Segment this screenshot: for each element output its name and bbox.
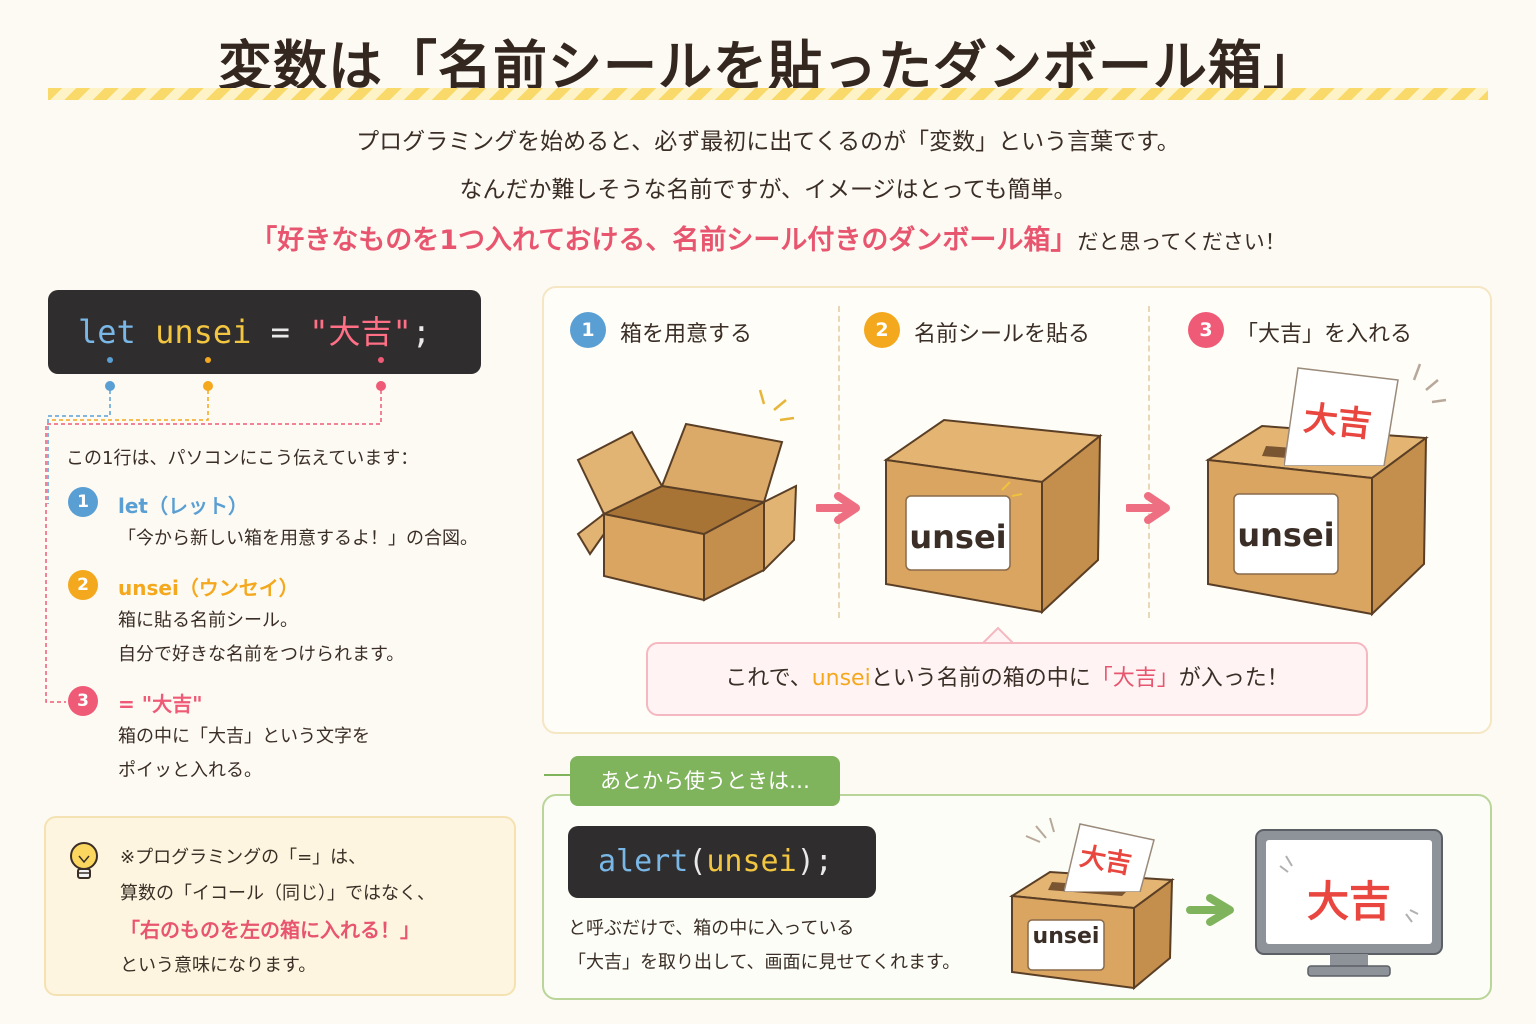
explain-text: ポイッと入れる。 [118,760,262,781]
code-paren-open: ( [688,844,707,879]
monitor-icon [1255,829,1443,977]
closed-box-illustration [883,418,1103,615]
intro-line-1: プログラミングを始めると、必ず最初に出てくるのが「変数」という言葉です。 [356,129,1180,155]
explain-label-unsei: unsei（ウンセイ） [118,576,299,600]
process-step-label-1: 箱を用意する [620,322,753,347]
explain-text: 箱の中に「大吉」という文字を [118,726,370,747]
explain-heading: この1行は、パソコンにこう伝えています： [66,448,419,469]
process-step-label-2: 名前シールを貼る [914,322,1091,347]
usage-line-1: と呼ぶだけで、箱の中に入っている [568,918,855,939]
code-semicolon: ; [411,313,431,351]
explain-text: 自分で好きな名前をつけられます。 [118,644,405,665]
code-value: "大吉" [309,313,412,351]
result-post: が入った！ [1178,666,1289,691]
process-step-number-2: 2 [864,312,900,348]
process-step-number-1: 1 [570,312,606,348]
code-variable-name: unsei [155,313,252,351]
usage-code-snippet: alert(unsei); [568,826,876,898]
explain-label-assign: = "大吉" [118,692,203,716]
tip-box [44,816,516,996]
code-equals: = [270,313,290,351]
usage-text: と呼ぶだけで、箱の中に入っている 「大吉」を取り出して、画面に見せてくれます。 [568,912,960,980]
intro-emphasis: 「好きなものを1つ入れておける、名前シール付きのダンボール箱」 [250,225,1078,256]
intro-line-3: 「好きなものを1つ入れておける、名前シール付きのダンボール箱」だと思ってください… [0,218,1536,257]
process-step-number-3: 3 [1188,312,1224,348]
usage-line-2: 「大吉」を取り出して、画面に見せてくれます。 [568,952,961,973]
monitor-screen-text: 大吉 [1306,877,1391,926]
intro-tail: だと思ってください！ [1077,230,1286,254]
code-snippet: let unsei = "大吉"; [48,290,481,374]
tip-line-1: ※プログラミングの「=」は、 [120,847,367,868]
explain-label-let: let（レット） [118,494,248,518]
open-box-illustration [576,389,798,602]
box-name-label: unsei [1032,924,1100,949]
fortune-card [1064,823,1155,892]
result-callout: これで、unseiという名前の箱の中に「大吉」が入った！ [646,642,1368,716]
arrow-right-icon [1186,894,1234,926]
result-pre: これで、 [725,666,812,691]
step-number-2: 2 [68,570,98,600]
result-name: unsei [811,666,871,691]
tip-line-4: という意味になります。 [120,955,317,976]
tip-line-3: 「右のものを左の箱に入れる！」 [120,918,420,942]
result-value: 「大吉」 [1090,666,1179,691]
code-argument: unsei [706,844,797,879]
step-number-1: 1 [68,487,98,517]
intro-line-2: なんだか難しそうな名前ですが、イメージはとっても簡単。 [459,177,1077,203]
code-keyword: let [78,313,136,351]
box-name-label: unsei [909,518,1007,556]
usage-tab-line [544,774,574,776]
tip-text: ※プログラミングの「=」は、 算数の「イコール（同じ）」ではなく、 「右のものを… [120,840,435,984]
arrow-right-icon [1126,492,1170,524]
fortune-card [1284,367,1399,466]
process-step-label-3: 「大吉」を入れる [1236,322,1413,347]
box-name-label: unsei [1237,516,1335,554]
explain-text: 「今から新しい箱を用意するよ！」の合図。 [118,528,478,549]
code-paren-close: ); [796,844,833,879]
lightbulb-icon [70,842,98,879]
code-function: alert [598,844,689,879]
title-underline-stripe [48,88,1488,100]
step-divider [838,306,840,618]
code-connector-lines [45,357,386,703]
tip-line-2: 算数の「イコール（同じ）」ではなく、 [120,883,435,904]
card-text: 大吉 [1301,398,1374,446]
result-mid: という名前の箱の中に [870,666,1091,691]
step-number-3: 3 [68,686,98,716]
explain-text: 箱に貼る名前シール。 [118,610,298,631]
arrow-right-icon [816,492,860,524]
step-divider [1148,306,1150,618]
usage-tab: あとから使うときは… [570,756,840,806]
page-title: 変数は「名前シールを貼ったダンボール箱」 [218,35,1318,98]
